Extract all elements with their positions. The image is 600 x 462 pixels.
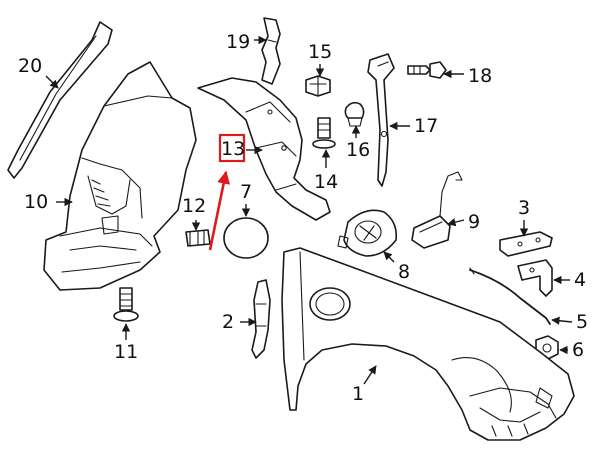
label-10: 10 <box>24 191 48 213</box>
part-4-bracket <box>517 259 553 297</box>
label-17: 17 <box>414 115 438 137</box>
part-18-push-pin <box>407 61 447 79</box>
label-19: 19 <box>226 31 250 53</box>
part-13-splash-shield <box>197 77 331 221</box>
part-11-bolt <box>113 287 139 322</box>
part-9-actuator <box>411 171 463 249</box>
label-3: 3 <box>518 197 530 219</box>
label-4: 4 <box>574 269 586 291</box>
part-2-mounting-bracket <box>251 279 271 359</box>
callout-labels: 20 10 19 15 16 14 17 18 13 12 7 8 9 3 4 … <box>18 31 588 405</box>
label-11: 11 <box>114 341 138 363</box>
highlight-box <box>218 133 246 163</box>
label-1: 1 <box>352 383 364 405</box>
part-12-clip <box>185 229 211 247</box>
label-8: 8 <box>398 261 410 283</box>
label-6: 6 <box>572 339 584 361</box>
part-10-wheelhouse-liner <box>43 61 197 291</box>
part-5-rod <box>469 267 551 325</box>
label-14: 14 <box>314 171 338 193</box>
label-20: 20 <box>18 55 42 77</box>
part-1-fender <box>281 247 575 441</box>
leader-lines <box>45 35 573 385</box>
part-17-vertical-bracket <box>367 53 395 187</box>
part-20-trim-strip <box>7 21 113 179</box>
part-15-clip <box>305 75 331 97</box>
part-7-seal <box>223 217 269 259</box>
label-15: 15 <box>308 41 332 63</box>
part-14-bolt <box>312 117 336 149</box>
label-7: 7 <box>240 181 252 203</box>
part-8-fuel-door-housing <box>337 209 398 257</box>
part-16-rivet-cap <box>344 101 365 127</box>
highlight-13 <box>208 133 246 251</box>
label-12: 12 <box>182 195 206 217</box>
label-9: 9 <box>468 211 480 233</box>
label-16: 16 <box>346 139 370 161</box>
highlight-arrow <box>208 170 231 251</box>
label-5: 5 <box>576 311 588 333</box>
label-2: 2 <box>222 311 234 333</box>
label-13: 13 <box>221 138 245 160</box>
part-19-bracket <box>261 17 281 85</box>
part-3-bracket <box>499 231 553 257</box>
label-18: 18 <box>468 65 492 87</box>
